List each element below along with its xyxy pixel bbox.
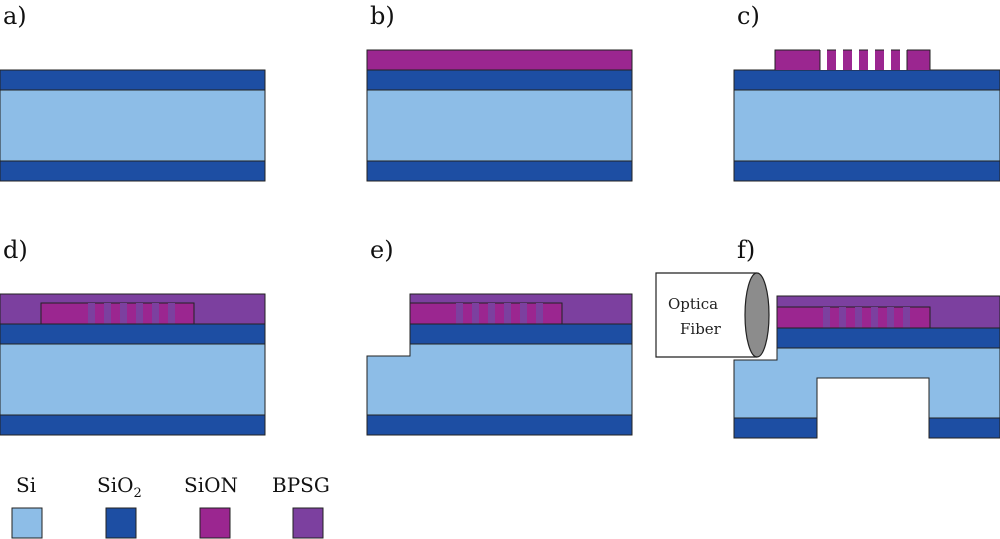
- panel-f-oxide-top: [776, 327, 1000, 349]
- panel-c: c): [733, 2, 1000, 182]
- legend-sion-swatch: [199, 507, 231, 539]
- panel-a-oxide-bottom: [0, 160, 266, 182]
- panel-e-oxide-bottom: [366, 414, 633, 436]
- panel-e: e): [366, 236, 633, 436]
- panel-e-sion-grating: [409, 302, 563, 325]
- panel-d-label: d): [3, 236, 28, 264]
- panel-f-label: f): [737, 236, 755, 264]
- panel-f-oxide-bottom-left: [733, 417, 818, 439]
- panel-f-sion-grating: [776, 306, 931, 329]
- legend-bpsg-swatch: [292, 507, 324, 539]
- legend-sio2-swatch: [105, 507, 137, 539]
- panel-a: a): [0, 2, 266, 182]
- fiber-label-line2: Fiber: [680, 320, 722, 338]
- panel-a-silicon: [0, 89, 266, 162]
- panel-b-oxide-bottom: [366, 160, 633, 182]
- panel-a-label: a): [3, 2, 27, 30]
- panel-d-silicon: [0, 343, 266, 416]
- panel-d-sion-grating: [40, 302, 195, 325]
- panel-b-silicon: [366, 89, 633, 162]
- panel-e-oxide-top: [409, 323, 633, 345]
- panel-b: b): [366, 2, 633, 182]
- panel-f: f) Optica Fiber: [655, 236, 1000, 439]
- fiber-end-face: [744, 272, 770, 358]
- legend-sion-label: SiON: [184, 473, 238, 497]
- panel-f-silicon-backside-etched: [733, 347, 1000, 419]
- legend-bpsg-label: BPSG: [272, 473, 330, 497]
- panel-b-label: b): [370, 2, 395, 30]
- panel-c-oxide-bottom: [733, 160, 1000, 182]
- legend-si-label: Si: [16, 473, 36, 497]
- optical-fiber: Optica Fiber: [655, 272, 770, 358]
- panel-e-label: e): [370, 236, 394, 264]
- panel-d: d): [0, 236, 266, 436]
- legend-si-swatch: [11, 507, 43, 539]
- panel-b-sion-layer: [366, 49, 633, 71]
- panel-a-oxide-top: [0, 69, 266, 91]
- panel-c-oxide-top: [733, 69, 1000, 91]
- panel-d-oxide-top: [0, 323, 266, 345]
- panel-e-silicon-etched: [366, 343, 633, 416]
- panel-c-silicon: [733, 89, 1000, 162]
- legend-sio2-label: SiO2: [97, 473, 142, 501]
- legend: Si SiO2 SiON BPSG: [11, 473, 330, 539]
- panel-c-sion-grating: [774, 49, 931, 70]
- fiber-label-line1: Optica: [668, 295, 718, 313]
- panel-b-oxide-top: [366, 69, 633, 91]
- panel-d-oxide-bottom: [0, 414, 266, 436]
- panel-c-label: c): [737, 2, 760, 30]
- panel-f-oxide-bottom-right: [928, 417, 1000, 439]
